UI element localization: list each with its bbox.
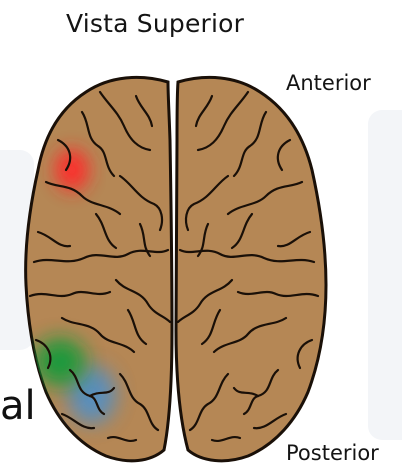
highlight-frontal-region: [55, 149, 89, 191]
highlight-parietal-region: [34, 338, 86, 386]
